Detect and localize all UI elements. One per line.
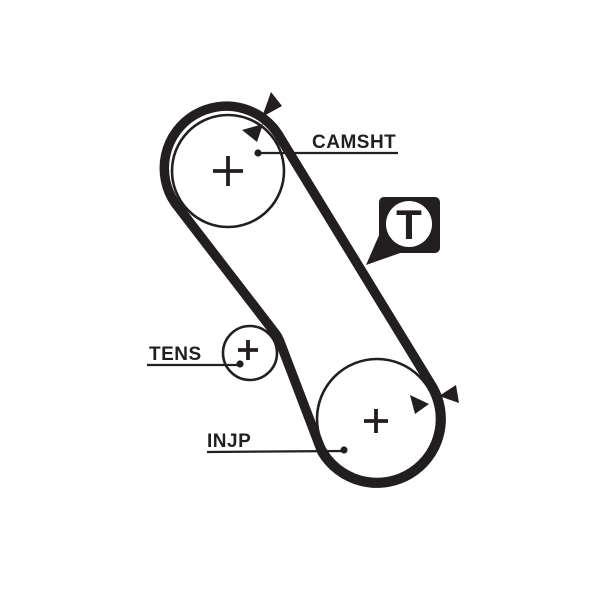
camshaft-label: CAMSHT	[312, 132, 396, 153]
tensioner-label: TENS	[149, 344, 202, 365]
injection-pump-pulley	[315, 357, 439, 481]
camshaft-center-cross	[213, 156, 243, 186]
belt-mark-arrow-bottom-outer-icon	[439, 385, 459, 403]
tensioner-center-cross	[238, 340, 258, 360]
camshaft-leader-dot	[254, 149, 262, 157]
timing-belt	[159, 101, 446, 488]
tensioner-pulley	[221, 324, 279, 382]
tensioner-leader-dot	[236, 360, 244, 368]
camshaft-pulley	[170, 113, 286, 229]
t-marker-glyph-icon: T	[396, 201, 422, 248]
injection-pump-leader-dot	[340, 446, 348, 454]
t-marker-circle	[386, 201, 432, 247]
injection-pump-label: INJP	[207, 431, 251, 452]
injection-pump-center-cross	[364, 409, 388, 433]
injection-pump-leader-line	[206, 449, 345, 454]
tensioner-t-marker: T	[366, 197, 440, 265]
belt-mark-arrow-bottom-inner-icon	[410, 395, 429, 414]
belt-mark-arrow-top-inner-icon	[242, 124, 263, 142]
belt-mark-arrow-top-outer-icon	[262, 92, 282, 117]
